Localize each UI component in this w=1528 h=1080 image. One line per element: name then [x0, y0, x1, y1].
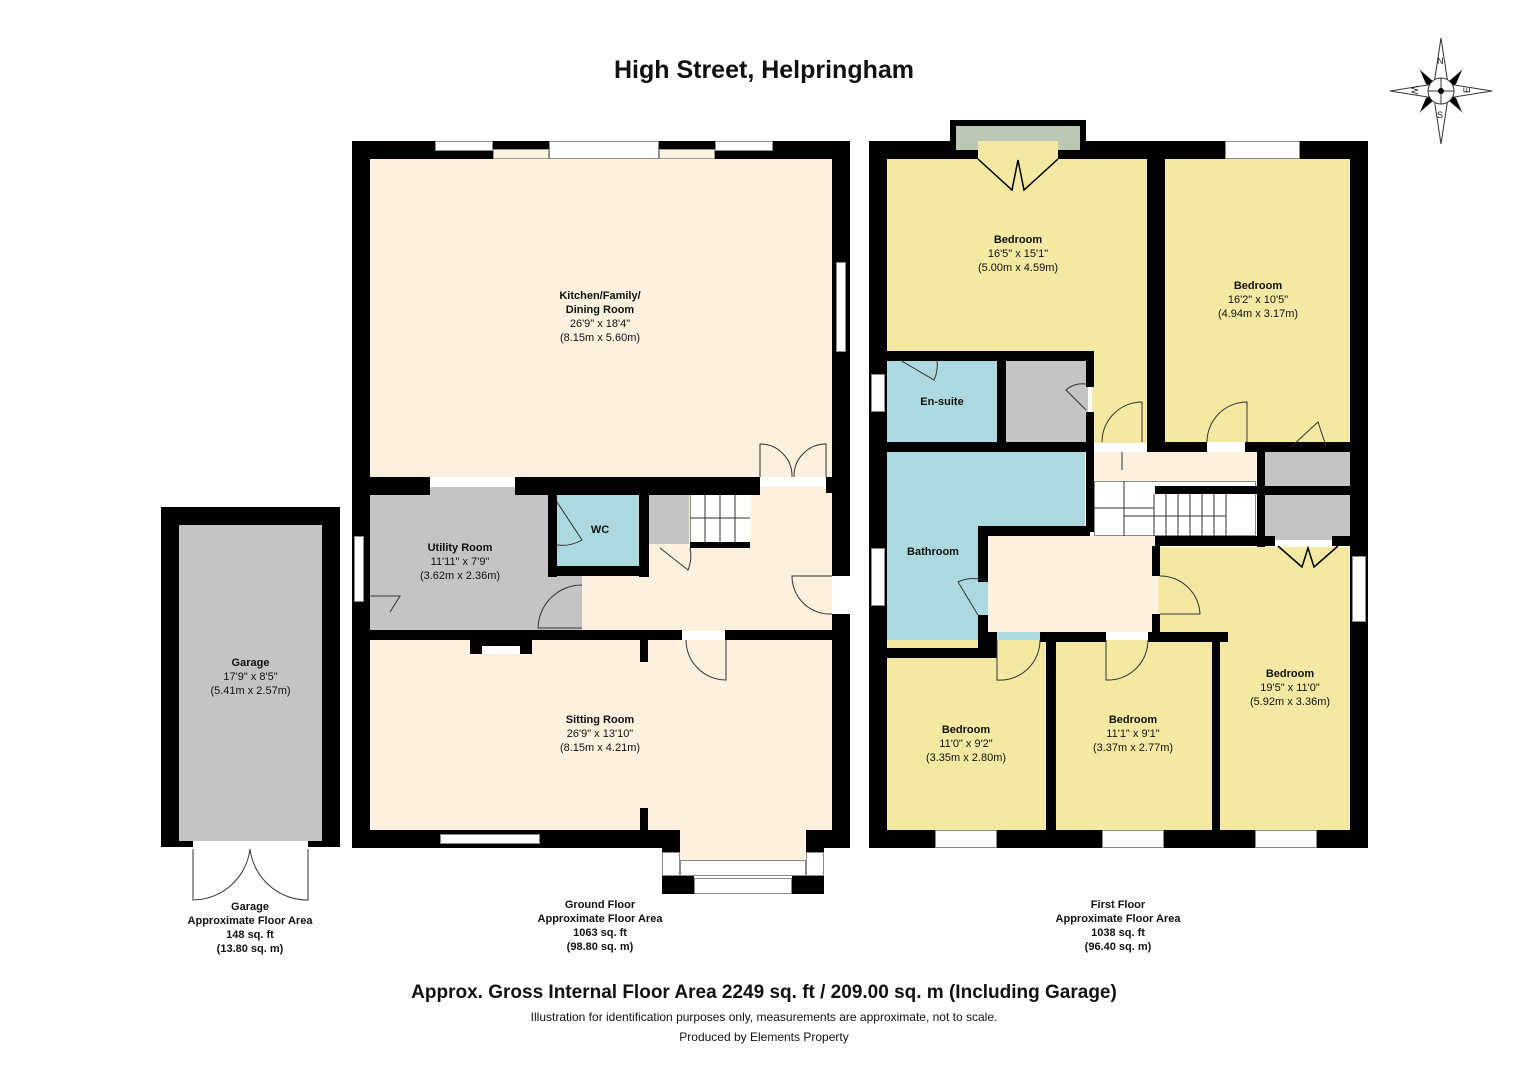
garage-area-caption: Garage Approximate Floor Area 148 sq. ft…: [187, 901, 313, 955]
kitchen-family-dining-room: [370, 159, 832, 477]
en-suite-label: En-suite: [920, 396, 964, 408]
landing-lower: [988, 536, 1158, 632]
bedroom-2-label: Bedroom 16'2" x 10'5" (4.94m x 3.17m): [1217, 280, 1299, 320]
sitting-room: [370, 640, 832, 830]
garage-label: Garage 17'9" x 8'5" (5.41m x 2.57m): [210, 657, 291, 697]
first-floor-area-caption: First Floor Approximate Floor Area 1038 …: [1055, 899, 1181, 953]
gross-floor-area: Approx. Gross Internal Floor Area 2249 s…: [411, 982, 1117, 1003]
producer-credit: Produced by Elements Property: [679, 1030, 849, 1044]
page-title: High Street, Helpringham: [613, 56, 915, 84]
compass-s: S: [1437, 110, 1444, 120]
bedroom-5-label: Bedroom 19'5" x 11'0" (5.92m x 3.36m): [1249, 668, 1331, 708]
kitchen-label: Kitchen/Family/ Dining Room 26'9" x 18'4…: [559, 290, 641, 344]
bedroom-3-label: Bedroom 11'0" x 9'2" (3.35m x 2.80m): [925, 724, 1007, 764]
storage-cupboard: [1006, 360, 1088, 442]
garage-room: [179, 525, 322, 841]
compass-w: W: [1409, 85, 1420, 95]
compass-rose-icon: N S E W: [1388, 36, 1494, 146]
wc-label: WC: [590, 524, 610, 536]
bedroom-1-label: Bedroom 16'5" x 15'1" (5.00m x 4.59m): [977, 234, 1059, 274]
bathroom-label: Bathroom: [907, 546, 959, 558]
bedroom-2: [1165, 159, 1350, 442]
disclaimer: Illustration for identification purposes…: [530, 1010, 998, 1024]
sitting-room-label: Sitting Room 26'9" x 13'10" (8.15m x 4.2…: [559, 714, 641, 754]
bedroom-4-label: Bedroom 11'1" x 9'1" (3.37m x 2.77m): [1092, 714, 1174, 754]
compass-e: E: [1462, 86, 1473, 94]
ground-floor-area-caption: Ground Floor Approximate Floor Area 1063…: [537, 899, 663, 953]
compass-n: N: [1437, 56, 1444, 66]
utility-room-label: Utility Room 11'11" x 7'9" (3.62m x 2.36…: [419, 542, 501, 582]
